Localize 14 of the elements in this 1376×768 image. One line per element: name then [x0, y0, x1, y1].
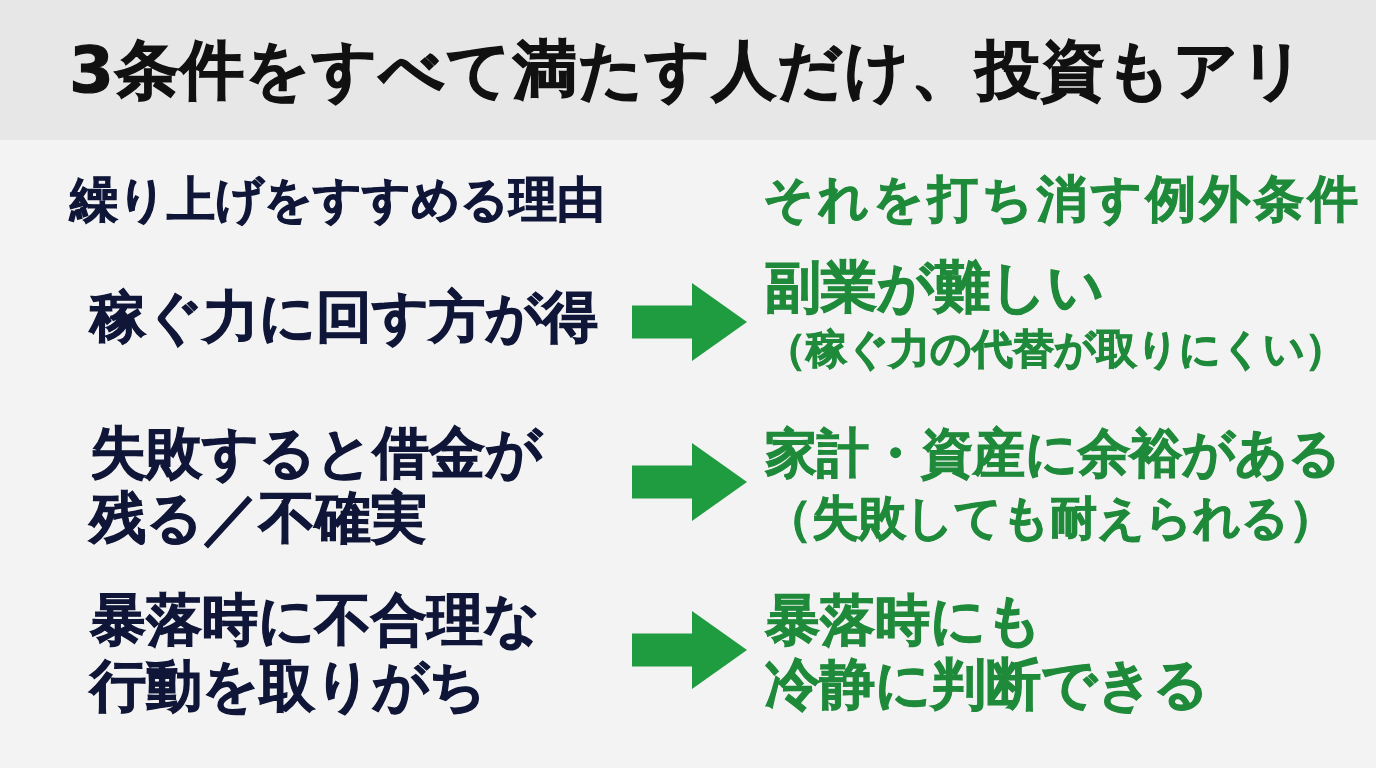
- note-text: （失敗しても耐えられる）: [765, 490, 1336, 546]
- arrow: [632, 283, 747, 361]
- column-heading: 繰り上げをすすめる理由: [70, 172, 605, 226]
- arrow: [632, 443, 747, 521]
- condition-text: 家計・資産に余裕がある: [765, 422, 1341, 484]
- reason-text: 失敗すると借金が残る／不確実: [90, 420, 632, 550]
- condition-text: 副業が難しい: [765, 256, 1104, 318]
- condition-text: 暴落時にも冷静に判断できる: [747, 588, 1227, 716]
- reason-text: 稼ぐ力に回す方が得: [90, 285, 632, 349]
- title: 3条件をすべて満たす人だけ、投資もアリ: [69, 32, 1307, 108]
- column-heading: それを打ち消す例外条件: [763, 172, 1362, 226]
- reason-text: 暴落時に不合理な行動を取りがち: [90, 587, 632, 719]
- note-text: （稼ぐ力の代替が取りにくい）: [765, 324, 1346, 374]
- arrow: [632, 611, 747, 689]
